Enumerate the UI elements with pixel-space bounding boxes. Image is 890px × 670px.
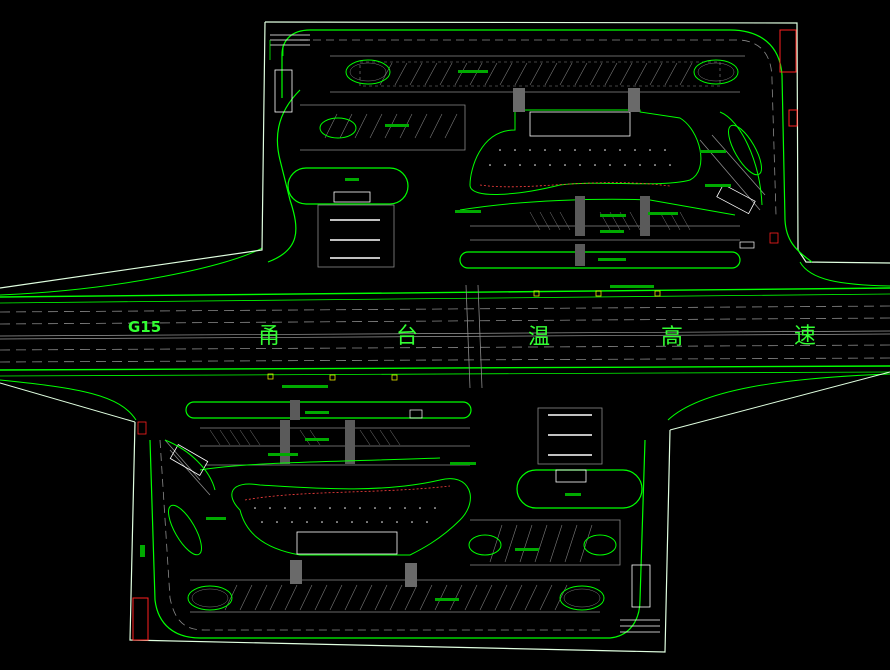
highway-name-char-1: 甬	[258, 324, 280, 349]
highway-code: G15	[128, 318, 161, 336]
highway-name-char-5: 速	[794, 324, 816, 349]
highway-name-char-2: 台	[396, 324, 418, 349]
south-service-area	[0, 371, 890, 653]
highway-name-char-3: 温	[528, 325, 550, 350]
highway-label: G15 甬 台 温 高 速	[128, 318, 816, 350]
north-service-area	[0, 21, 890, 297]
highway-name-char-4: 高	[661, 325, 683, 350]
highway	[0, 247, 890, 421]
